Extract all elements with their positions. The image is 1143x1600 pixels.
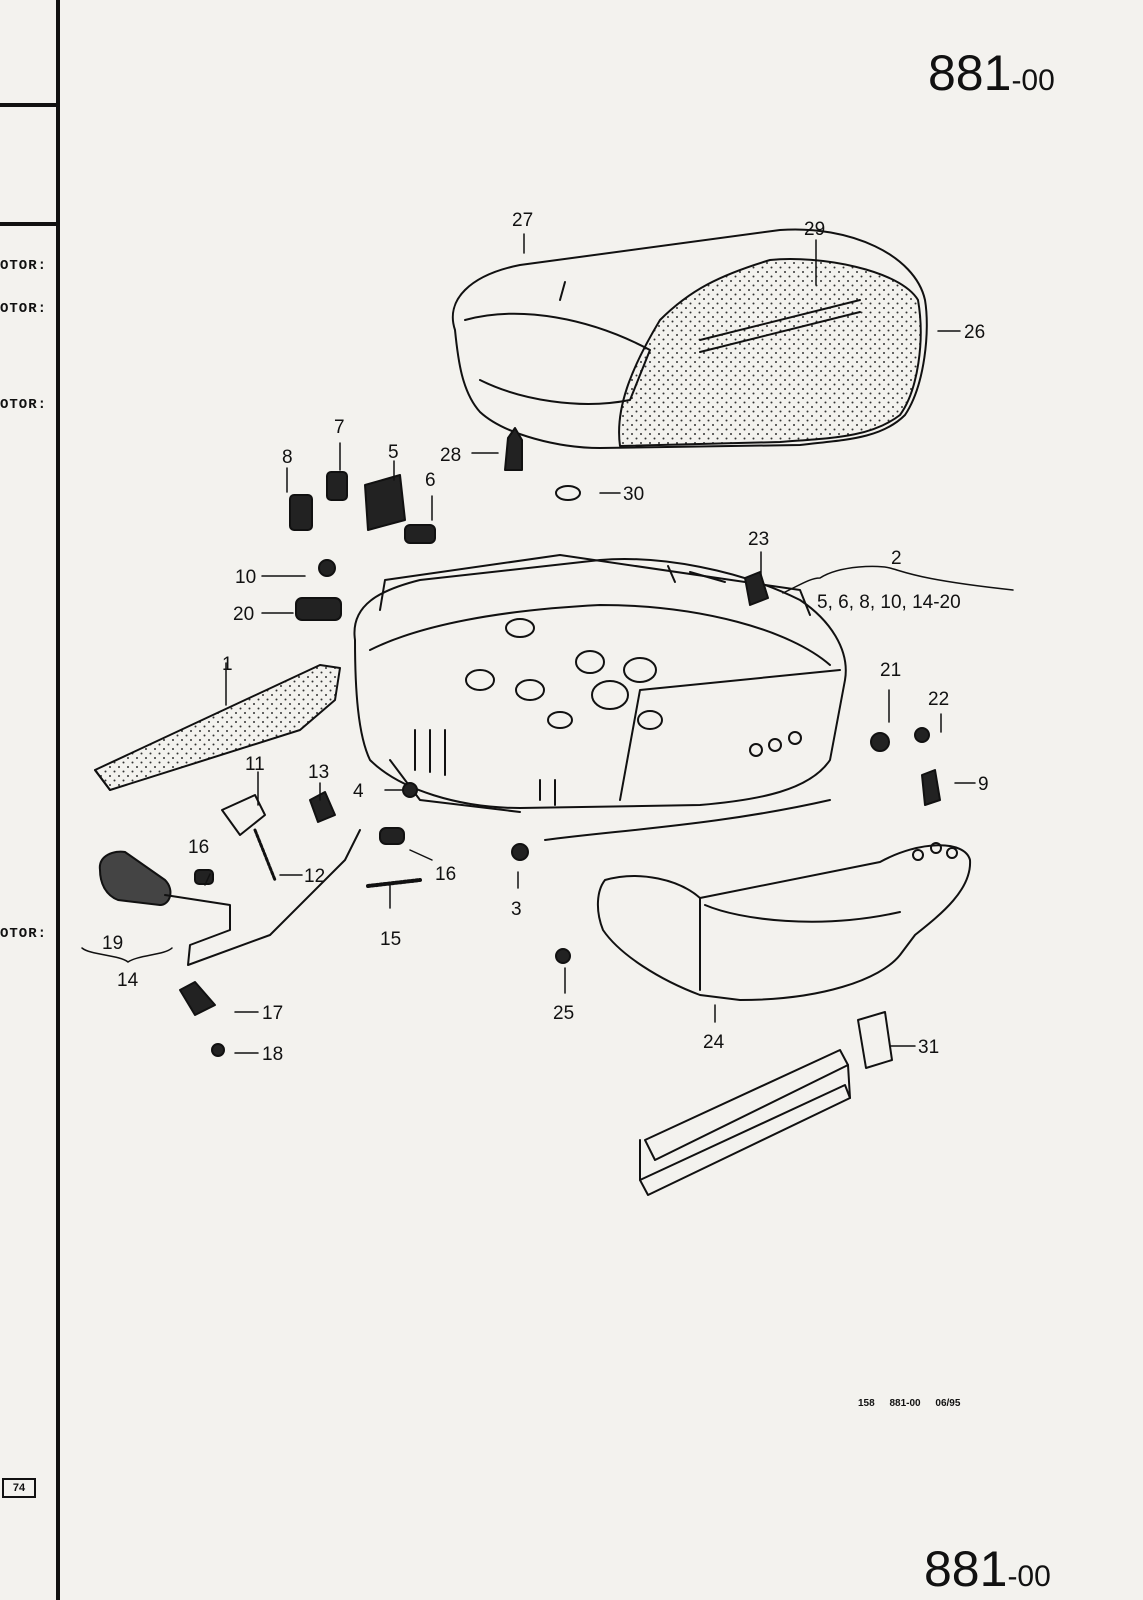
callout-31: 31 — [918, 1037, 939, 1058]
callout-13: 13 — [308, 762, 329, 783]
margin-label: OTOR: — [0, 301, 48, 317]
margin-page-box: 74 — [2, 1478, 36, 1498]
callout-2: 2 — [891, 548, 902, 569]
callout-3: 3 — [511, 899, 522, 920]
part-18-screw — [211, 1043, 225, 1057]
part-30-ring — [555, 485, 581, 501]
part-13-clip — [309, 791, 336, 823]
page-number-main: 881 — [928, 45, 1012, 101]
callout-1: 1 — [222, 654, 233, 675]
margin-rule — [56, 0, 60, 1600]
part-22-screw — [914, 727, 930, 743]
part-9-clip — [921, 769, 941, 806]
margin-label: OTOR: — [0, 258, 48, 274]
callout-17: 17 — [262, 1003, 283, 1024]
callout-11: 11 — [245, 754, 265, 775]
part-3-bolt — [511, 843, 529, 861]
callout-12: 12 — [304, 866, 325, 887]
part-11-mechanism — [221, 794, 277, 882]
part-10-cam — [318, 559, 336, 577]
callout-22: 22 — [928, 689, 949, 710]
seat-frame — [353, 554, 847, 841]
part-23-clip — [744, 571, 769, 606]
callout-9: 9 — [978, 774, 989, 795]
callout-7: 7 — [334, 417, 345, 438]
part-17-bracket — [179, 981, 216, 1016]
callout-18: 18 — [262, 1044, 283, 1065]
callout-16-left: 16 — [188, 837, 209, 858]
part-7-clip — [326, 471, 348, 501]
part-5-hinge — [364, 474, 406, 531]
page-number-suffix: -00 — [1011, 64, 1055, 97]
seat-cushion — [451, 228, 928, 449]
callout-5: 5 — [388, 442, 399, 463]
part-16-bush-2 — [194, 869, 214, 885]
part-15-spring — [366, 878, 422, 888]
callout-24: 24 — [703, 1032, 725, 1053]
part-28-clip — [504, 427, 523, 471]
callout-21: 21 — [880, 660, 901, 681]
callout-2-detail: 5, 6, 8, 10, 14-20 — [817, 592, 961, 613]
leader-lines — [81, 233, 1014, 1054]
callout-10: 10 — [235, 567, 256, 588]
part-16-bush — [379, 827, 405, 845]
small-parts — [179, 427, 941, 1057]
callout-15: 15 — [380, 929, 401, 950]
margin-label: OTOR: — [0, 397, 48, 413]
callout-26: 26 — [964, 322, 985, 343]
part-6-pin — [404, 524, 436, 544]
part-31-seat-rails — [639, 1011, 893, 1196]
part-25-screw — [555, 948, 571, 964]
callout-8: 8 — [282, 447, 293, 468]
part-20-knob — [295, 597, 342, 621]
part-21-bushing — [870, 732, 890, 752]
page-number-main: 881 — [924, 1541, 1008, 1597]
margin-label: OTOR: — [0, 926, 48, 942]
margin-divider — [0, 103, 56, 107]
callout-25: 25 — [553, 1003, 574, 1024]
part-1-side-rail — [94, 664, 341, 791]
part-8-bracket — [289, 494, 313, 531]
callout-20: 20 — [233, 604, 254, 625]
callout-4: 4 — [353, 781, 364, 802]
callout-29: 29 — [804, 219, 825, 240]
bolt-group — [667, 565, 726, 583]
callouts: 1 2 5, 6, 8, 10, 14-20 3 4 5 6 7 8 9 10 … — [102, 210, 989, 1065]
callout-19: 19 — [102, 933, 123, 954]
page-number-suffix: -00 — [1007, 1560, 1051, 1593]
part-24-side-trim — [597, 842, 972, 1001]
drawing-reference-code: 158 881-00 06/95 — [858, 1398, 961, 1409]
callout-14: 14 — [117, 970, 139, 991]
left-margin-strip: OTOR: OTOR: OTOR: OTOR: 74 — [0, 0, 60, 1600]
part-4-nut — [402, 782, 418, 798]
callout-27: 27 — [512, 210, 533, 231]
page-number-bottom: 881-00 — [924, 1540, 1051, 1598]
callout-6: 6 — [425, 470, 436, 491]
callout-30: 30 — [623, 484, 644, 505]
callout-23: 23 — [748, 529, 769, 550]
callout-28: 28 — [440, 445, 461, 466]
callout-16-right: 16 — [435, 864, 456, 885]
page-number-top: 881-00 — [928, 44, 1055, 102]
part-14-adjuster-lever — [98, 829, 361, 966]
margin-divider — [0, 222, 56, 226]
